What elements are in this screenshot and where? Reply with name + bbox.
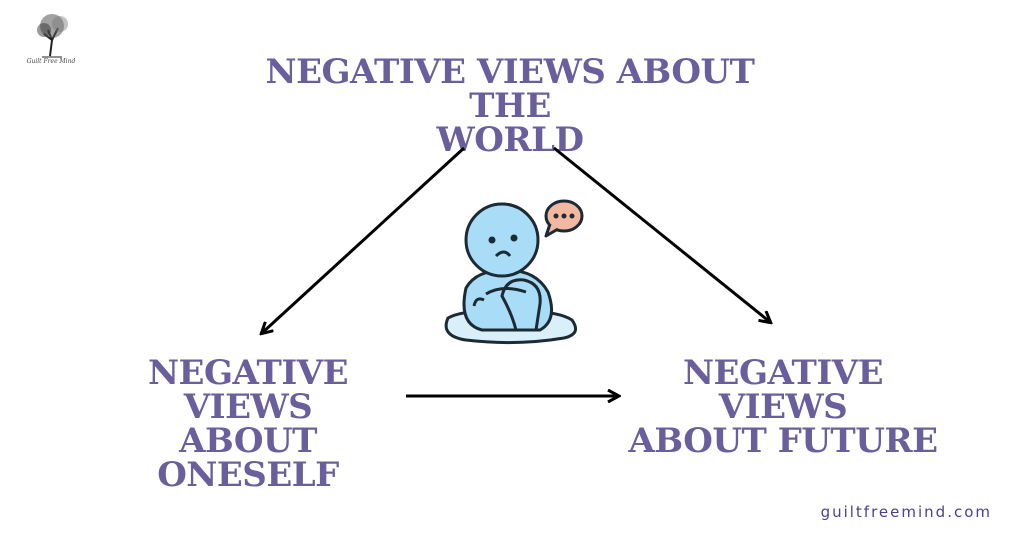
node-world-line1: Negative views about the bbox=[265, 52, 755, 126]
website-link[interactable]: guiltfreemind.com bbox=[820, 503, 992, 521]
arrow-world-to-future bbox=[553, 146, 770, 322]
node-future-line1: Negative views bbox=[682, 353, 884, 427]
sad-person-illustration bbox=[436, 196, 596, 352]
node-oneself-line1: Negative views bbox=[147, 353, 349, 427]
arrow-world-to-oneself bbox=[262, 146, 466, 333]
logo-caption: Guilt Free Mind bbox=[26, 58, 76, 65]
node-negative-views-future: Negative views about future bbox=[618, 356, 948, 458]
node-negative-views-oneself: Negative views about oneself bbox=[88, 356, 408, 492]
speech-bubble-icon bbox=[544, 199, 584, 238]
node-negative-views-world: Negative views about the world bbox=[240, 55, 780, 157]
node-oneself-line2: about oneself bbox=[157, 421, 339, 495]
logo-tree-icon bbox=[22, 10, 80, 72]
node-future-line2: about future bbox=[628, 421, 938, 461]
